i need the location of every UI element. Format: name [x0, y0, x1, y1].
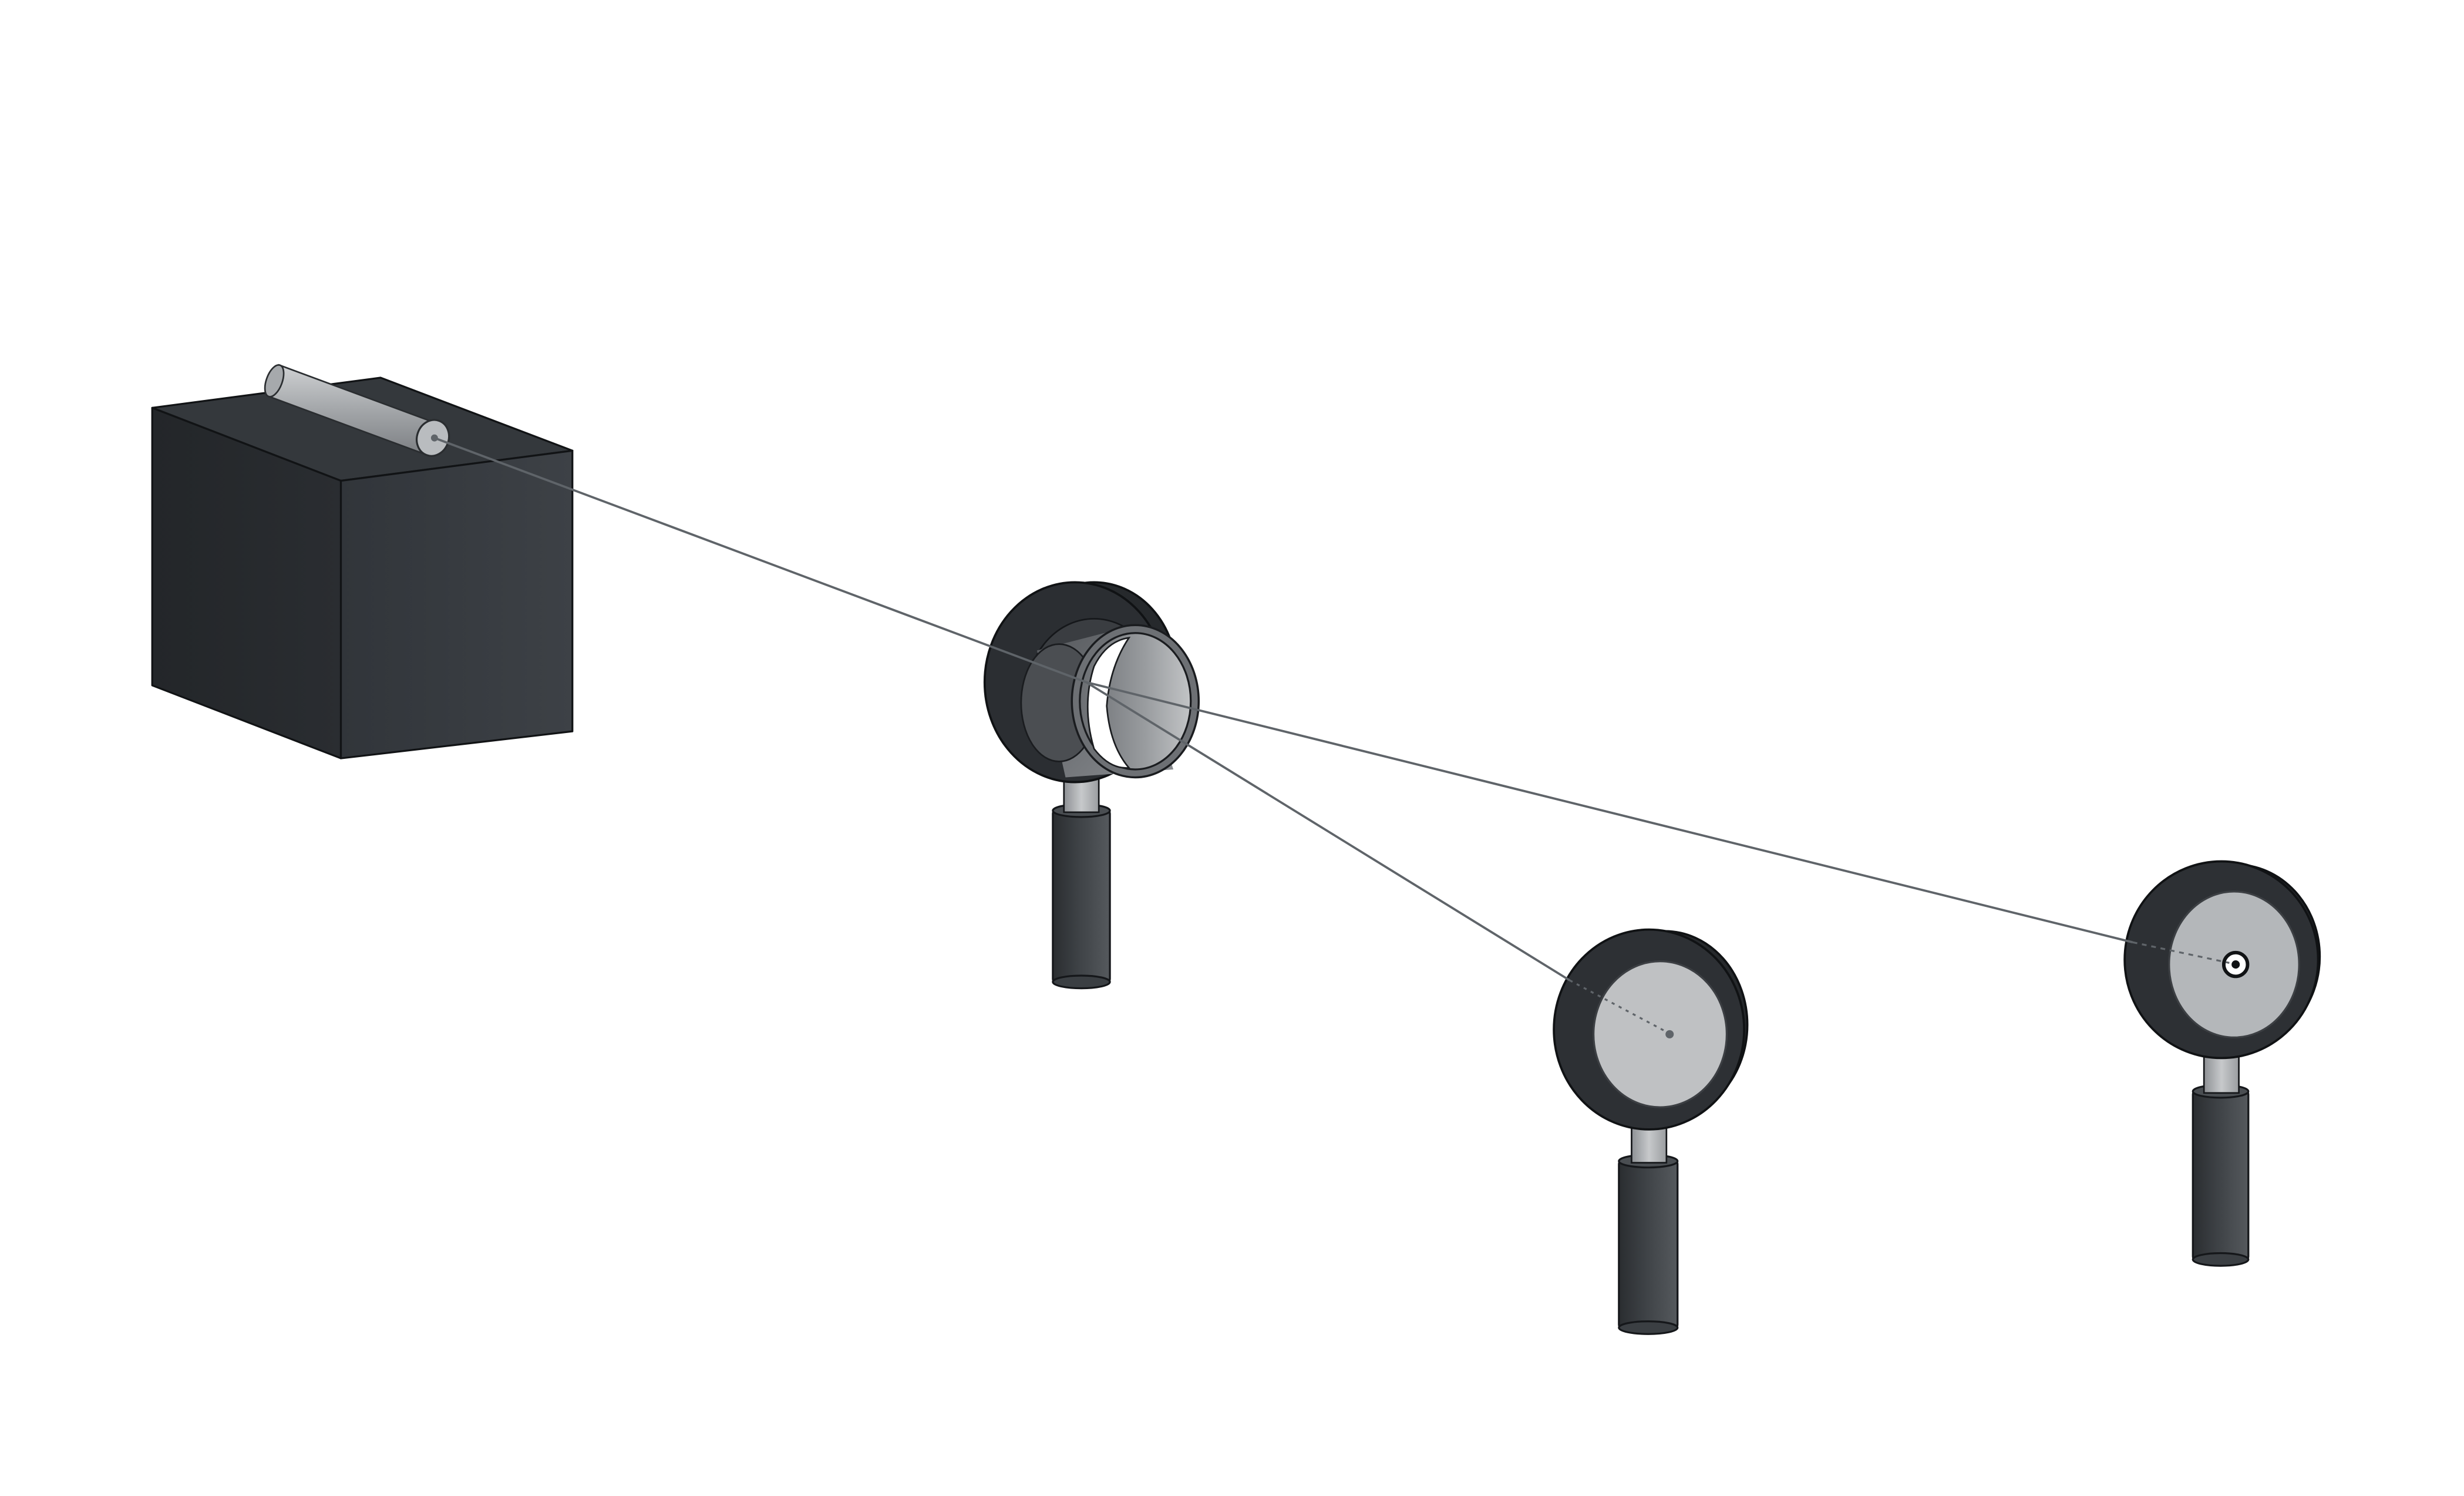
- screen-reflected: [1553, 928, 1749, 1335]
- target-icon: [2221, 950, 2250, 979]
- screen-transmitted: [2123, 860, 2321, 1267]
- screen-reflected-post: [1618, 1158, 1679, 1330]
- beams: [434, 436, 2230, 1038]
- screen-reflected-face: [1593, 960, 1728, 1108]
- beam-splitter: [983, 581, 1200, 990]
- reflected-beam-spot: [1665, 1030, 1674, 1038]
- laser-rod: [264, 364, 450, 457]
- incident-beam: [434, 436, 1087, 684]
- reflected-beam: [1085, 681, 1571, 981]
- splitter-post: [1052, 808, 1111, 985]
- transmitted-beam-hidden: [2132, 941, 2230, 964]
- laser-source: [151, 364, 574, 759]
- reflected-beam-hidden: [1569, 979, 1669, 1034]
- screen-transmitted-post: [2192, 1088, 2250, 1262]
- transmitted-beam: [1086, 681, 2133, 944]
- laser-box-front-face: [339, 449, 574, 759]
